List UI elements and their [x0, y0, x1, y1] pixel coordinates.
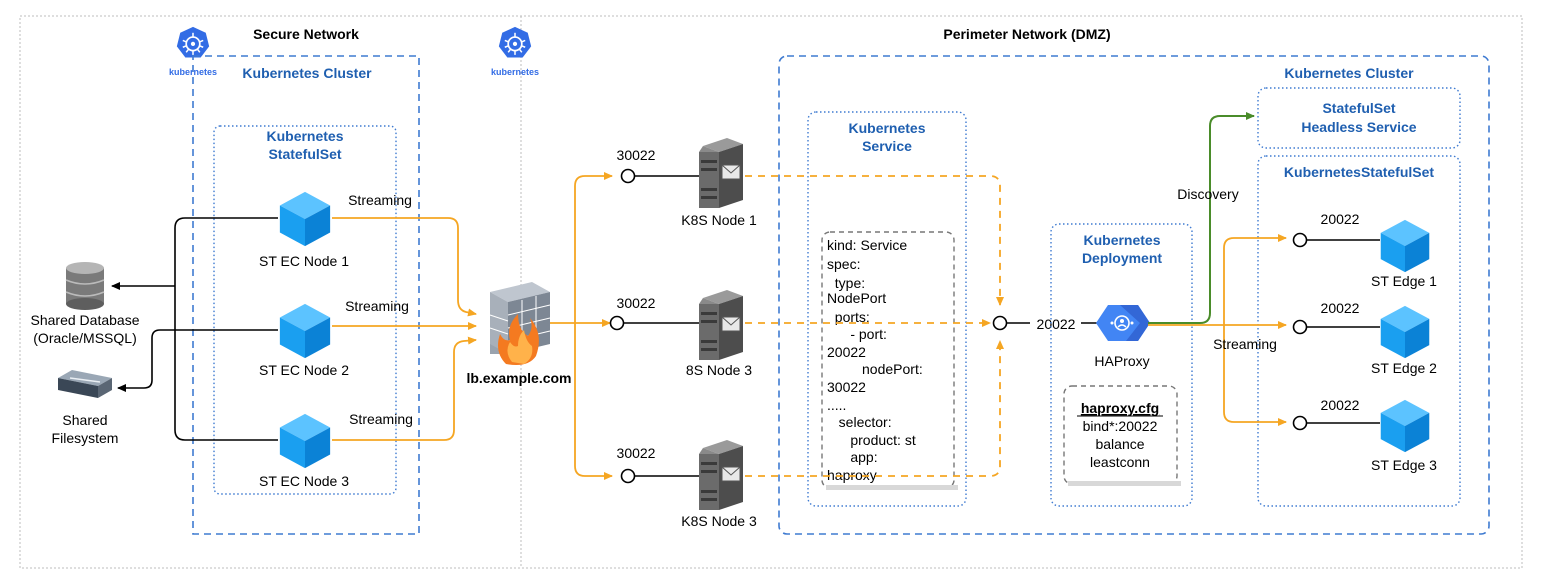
k8s-node-label-3: K8S Node 3	[681, 513, 757, 529]
right-cluster-box	[778, 55, 1490, 535]
service-yaml-shadow	[826, 485, 958, 490]
edge-port-label-3: 20022	[1321, 397, 1360, 413]
firewall-icon	[489, 282, 551, 365]
haproxy-cfg-line-3: leastconn	[1090, 454, 1150, 470]
service-title-2: Service	[862, 138, 912, 154]
st-ec-node-2-icon	[279, 303, 331, 359]
kubernetes-icon	[176, 26, 210, 59]
service-box	[807, 111, 967, 507]
haproxy-cfg-line-2: balance	[1095, 436, 1144, 452]
kubernetes-logo-text: kubernetes	[491, 67, 539, 77]
haproxy-cfg-shadow	[1068, 481, 1181, 486]
haproxy-icon	[1096, 305, 1150, 341]
st-ec-node-2-label: ST EC Node 2	[259, 362, 349, 378]
service-routing-lines	[745, 175, 1004, 477]
edge-port-3	[1292, 415, 1380, 431]
node-port-label-1: 30022	[617, 147, 656, 163]
haproxy-cfg-title: haproxy.cfg	[1081, 400, 1159, 416]
shared-database-label-2: (Oracle/MSSQL)	[33, 330, 136, 346]
haproxy-cfg-line-1: bind*:20022	[1083, 418, 1158, 434]
kubernetes-logo-center: kubernetes	[491, 26, 539, 77]
st-ec-node-1-label: ST EC Node 1	[259, 253, 349, 269]
dmz-title: Perimeter Network (DMZ)	[943, 26, 1110, 42]
shared-filesystem-label-2: Filesystem	[52, 430, 119, 446]
shared-filesystem-label: Shared	[62, 412, 107, 428]
st-edge-3-label: ST Edge 3	[1371, 457, 1437, 473]
service-yaml-box	[821, 231, 955, 489]
left-cluster-box	[192, 55, 420, 535]
shared-database-icon	[65, 262, 105, 310]
lb-to-nodes-connectors	[550, 172, 613, 480]
service-junction	[992, 315, 1008, 331]
discovery-label: Discovery	[1177, 186, 1238, 202]
load-balancer-label: lb.example.com	[466, 370, 571, 386]
node-port-2	[609, 315, 700, 331]
k8s-node-label-2: 8S Node 3	[686, 362, 752, 378]
edge-streaming-connectors	[1148, 234, 1287, 426]
streaming-label-3: Streaming	[349, 411, 413, 427]
server-icon	[698, 290, 744, 360]
left-statefulset-box	[213, 125, 397, 495]
server-icon	[698, 138, 744, 208]
st-edge-2-icon	[1380, 305, 1430, 359]
left-statefulset-title: Kubernetes	[266, 128, 343, 144]
service-yaml-code: kind: Service spec: type: NodePort ports…	[827, 237, 923, 483]
streaming-connectors	[332, 217, 477, 441]
edge-port-1	[1292, 232, 1380, 248]
shared-database-label: Shared Database	[31, 312, 140, 328]
st-edge-1-icon	[1380, 219, 1430, 273]
kubernetes-icon	[498, 26, 532, 59]
streaming-label-2: Streaming	[345, 298, 409, 314]
left-statefulset-title-2: StatefulSet	[268, 146, 341, 162]
edge-port-2	[1292, 319, 1380, 335]
st-edge-2-label: ST Edge 2	[1371, 360, 1437, 376]
right-cluster-title: Kubernetes Cluster	[1284, 65, 1414, 81]
st-ec-node-3-icon	[279, 413, 331, 469]
node-port-label-3: 30022	[617, 445, 656, 461]
shared-filesystem-icon	[58, 370, 112, 398]
node-port-label-2: 30022	[617, 295, 656, 311]
headless-service-title: StatefulSet	[1322, 100, 1395, 116]
deployment-title: Kubernetes	[1083, 232, 1160, 248]
st-ec-node-3-label: ST EC Node 3	[259, 473, 349, 489]
st-edge-1-label: ST Edge 1	[1371, 273, 1437, 289]
discovery-connector	[1148, 112, 1255, 324]
k8s-node-label-1: K8S Node 1	[681, 212, 757, 228]
streaming-label-1: Streaming	[348, 192, 412, 208]
storage-connectors	[111, 217, 278, 441]
secure-network-title: Secure Network	[253, 26, 359, 42]
edge-port-label-1: 20022	[1321, 211, 1360, 227]
outer-frame	[19, 15, 1523, 569]
service-title: Kubernetes	[848, 120, 925, 136]
edge-statefulset-box	[1257, 155, 1461, 507]
edge-port-label-2: 20022	[1321, 300, 1360, 316]
node-port-3	[620, 468, 700, 484]
headless-service-box	[1257, 87, 1461, 149]
left-cluster-title: Kubernetes Cluster	[242, 65, 372, 81]
server-icon	[698, 440, 744, 510]
node-port-1	[620, 168, 700, 184]
haproxy-label: HAProxy	[1094, 353, 1149, 369]
edge-statefulset-title: KubernetesStatefulSet	[1284, 164, 1434, 180]
headless-service-title-2: Headless Service	[1301, 119, 1416, 135]
haproxy-port-label: 20022	[1037, 316, 1076, 332]
st-edge-3-icon	[1380, 399, 1430, 453]
st-ec-node-1-icon	[279, 191, 331, 247]
edge-streaming-label: Streaming	[1213, 336, 1277, 352]
deployment-title-2: Deployment	[1082, 250, 1162, 266]
